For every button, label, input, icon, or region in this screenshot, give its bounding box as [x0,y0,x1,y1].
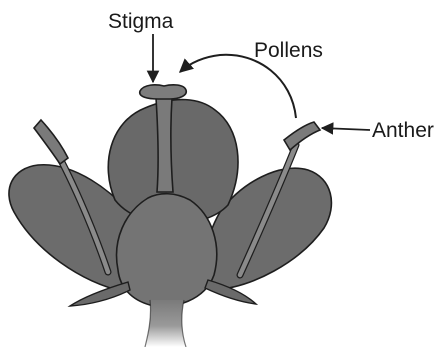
anther-arrow [322,128,370,130]
left-anther [34,120,68,164]
anther-label: Anther [372,119,434,142]
stigma-label: Stigma [108,10,174,33]
stem [145,300,186,347]
pollens-label: Pollens [254,39,323,62]
right-anther [284,122,320,150]
stigma-cap [140,85,187,99]
style [156,98,173,192]
left-sepal [70,282,130,306]
